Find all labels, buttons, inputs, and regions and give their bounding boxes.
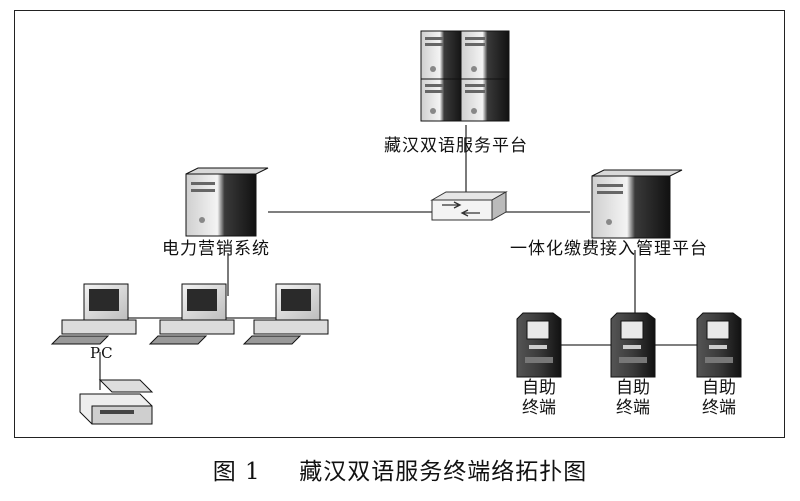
server-tower-icon	[185, 167, 269, 237]
desktop-pc-icon	[242, 283, 329, 345]
kiosk-icon	[610, 312, 656, 378]
network-switch-icon	[430, 191, 508, 221]
figure-title: 藏汉双语服务终端络拓扑图	[299, 459, 588, 485]
terminal-label-line1: 自助	[522, 378, 556, 398]
printer-icon	[79, 379, 154, 425]
terminal-label: 自助 终端	[684, 378, 754, 418]
pc-label: PC	[90, 344, 114, 362]
terminal-label-line1: 自助	[702, 378, 736, 398]
server-cluster-icon	[420, 30, 510, 122]
desktop-pc-icon	[50, 283, 137, 345]
figure-number: 图 1	[212, 459, 261, 485]
platform-label: 藏汉双语服务平台	[384, 136, 528, 156]
terminal-label: 自助 终端	[598, 378, 668, 418]
payment-platform-label: 一体化缴费接入管理平台	[510, 239, 708, 259]
terminal-label-line2: 终端	[616, 398, 650, 418]
server-tower-icon	[591, 169, 683, 239]
terminal-label-line2: 终端	[702, 398, 736, 418]
desktop-pc-icon	[148, 283, 235, 345]
figure-caption: 图 1 藏汉双语服务终端络拓扑图	[0, 452, 800, 486]
diagram-frame	[14, 10, 785, 438]
terminal-label: 自助 终端	[504, 378, 574, 418]
terminal-label-line1: 自助	[616, 378, 650, 398]
terminal-label-line2: 终端	[522, 398, 556, 418]
marketing-system-label: 电力营销系统	[162, 239, 270, 259]
kiosk-icon	[516, 312, 562, 378]
kiosk-icon	[696, 312, 742, 378]
